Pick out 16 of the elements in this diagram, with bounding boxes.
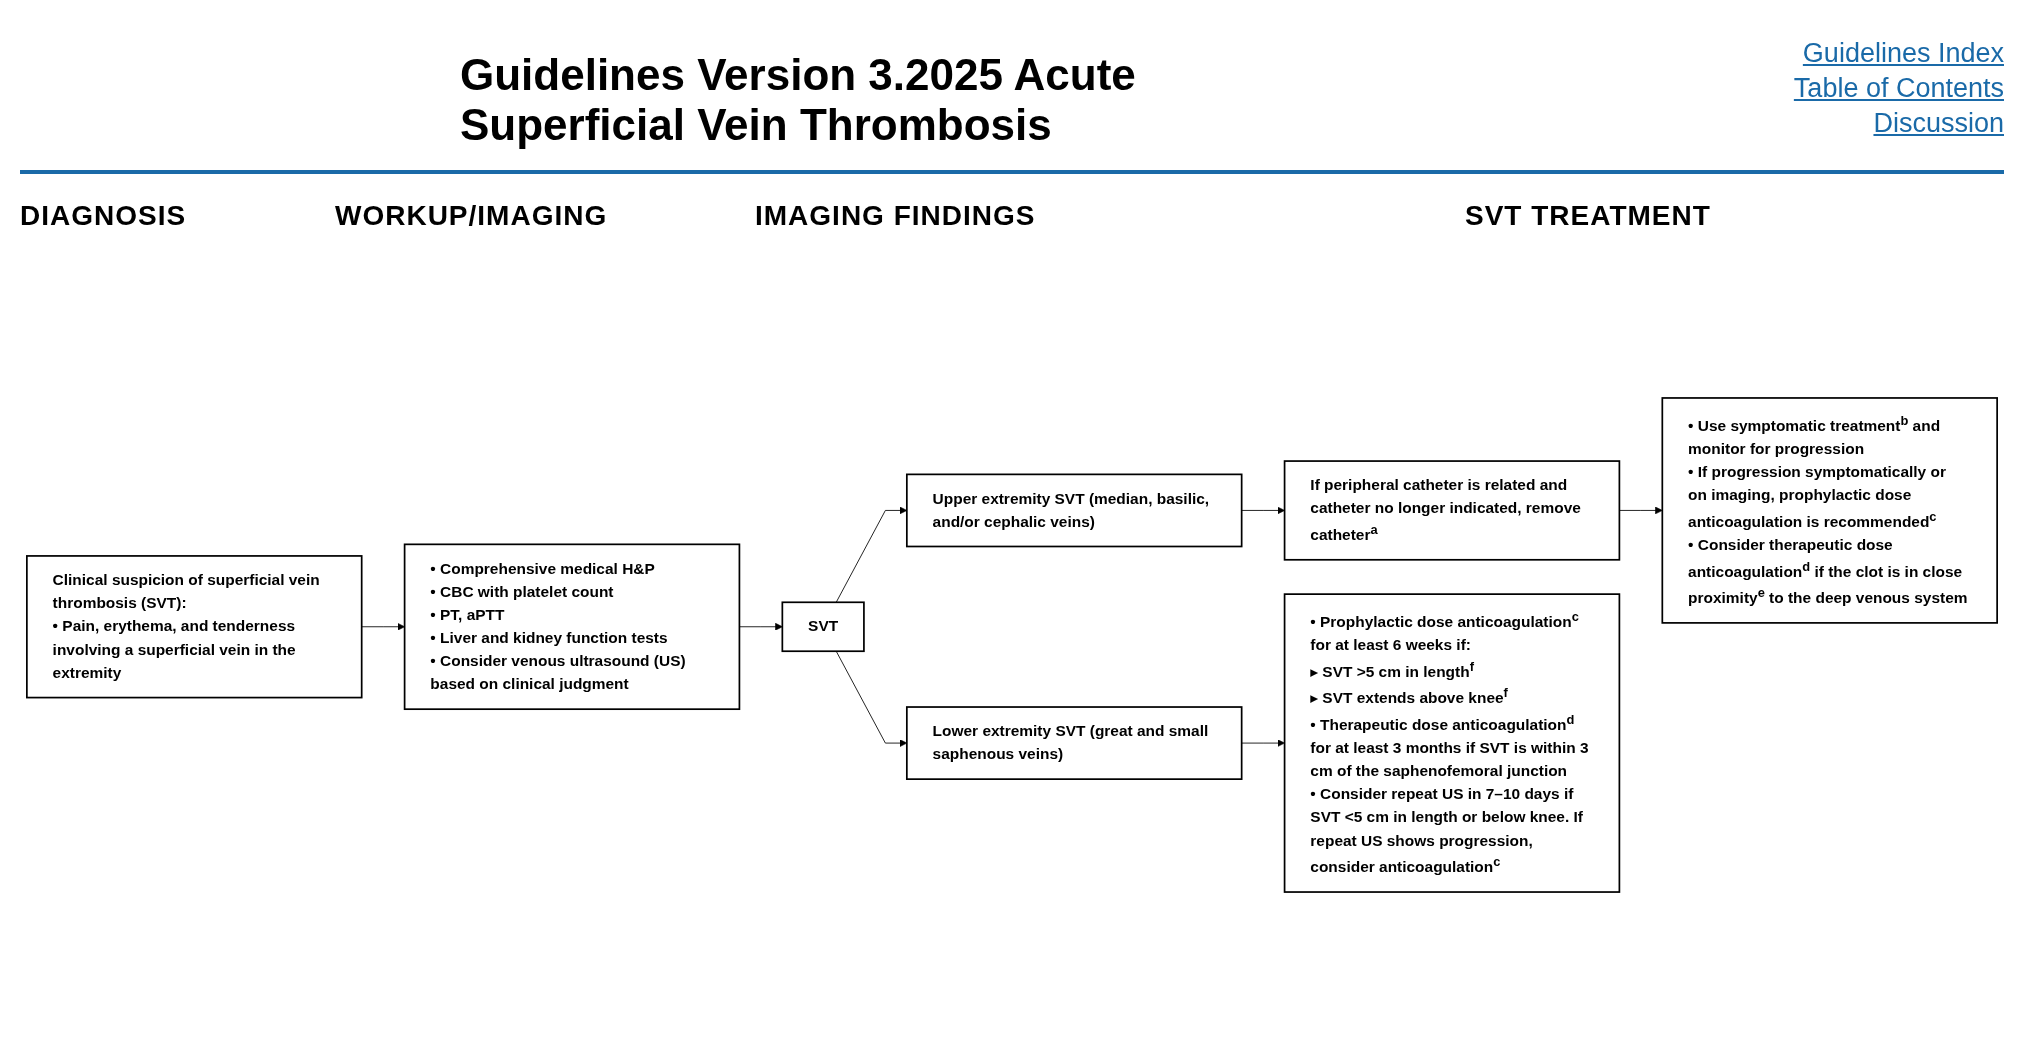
column-heading: DIAGNOSIS [20, 200, 187, 232]
nav-link: Table of Contents [1793, 73, 2004, 104]
node-box: Upper extremity SVT (median, basilic, and/or cephalic veins) [906, 473, 1243, 548]
node-box: • Comprehensive medical H&P • CBC with platelet count • PT, aPTT • Liver and kidney function tests • Consider venous ultrasound (US) based on clinical judgment [403, 543, 741, 711]
node-box: SVT [781, 601, 865, 653]
nav-link: Guidelines Index [1801, 38, 2004, 69]
node-box: Clinical suspicion of superficial vein thrombosis (SVT): • Pain, erythema, and tenderness involving a superficial vein in the extremity [26, 555, 363, 699]
nav-link: Discussion [1872, 108, 2004, 139]
column-heading: SVT TREATMENT [1465, 200, 1711, 232]
node-box: If peripheral catheter is related and catheter no longer indicated, remove catheter$^{a}$ [1283, 460, 1621, 561]
column-heading: IMAGING FINDINGS [755, 200, 1036, 232]
node-box: • Use symptomatic treatment$^{b}$ and monitor for progression • If progression symptomatically or on imaging, prophylactic dose anticoagulation is recommended$^{c}$ • Consider therapeutic dose anticoagulation$^{d}$ if the clot is in close proximity$^{e}$ to the deep venous system [1661, 397, 1998, 624]
page-title: Guidelines Version 3.2025 Acute Superficial Vein Thrombosis [460, 50, 1137, 150]
column-heading: WORKUP/IMAGING [335, 200, 608, 232]
node-box: • Prophylactic dose anticoagulation$^{c}$ for at least 6 weeks if: ▸ SVT >5 cm in length$^{f}$ ▸ SVT extends above knee$^{f}$ • Therapeutic dose anticoagulation$^{d}$ for at least 3 months if SVT is within 3 cm of the saphenofemoral junction • Consider repeat US in 7–10 days if SVT <5 cm in length or below knee. If repeat US shows progression, consider anticoagulation$^{c}$ [1283, 593, 1621, 893]
node-box: Lower extremity SVT (great and small saphenous veins) [906, 706, 1243, 780]
